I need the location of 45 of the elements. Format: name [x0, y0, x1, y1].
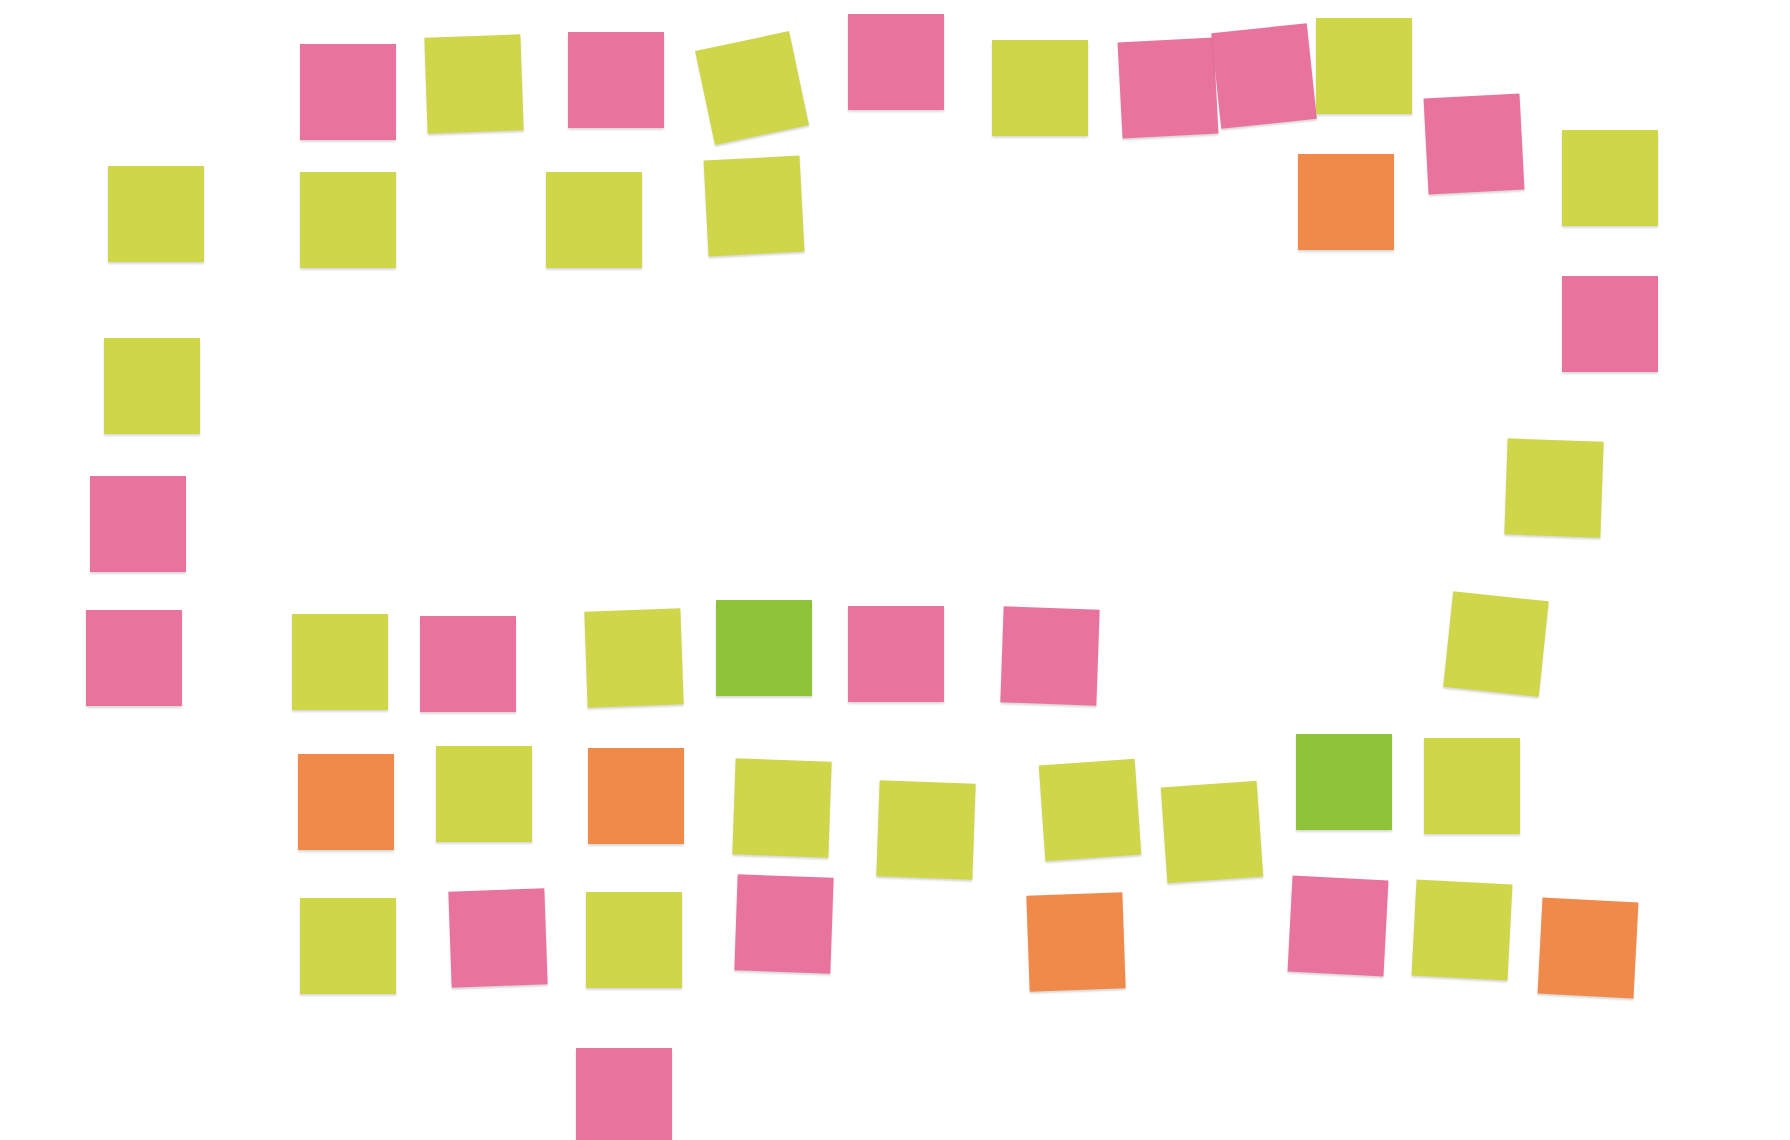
sticky-note — [436, 746, 532, 842]
sticky-note — [1287, 875, 1389, 977]
sticky-note — [1562, 276, 1658, 372]
sticky-note — [104, 338, 200, 434]
sticky-note — [1316, 18, 1412, 114]
sticky-note — [586, 892, 682, 988]
sticky-note — [1411, 879, 1513, 981]
sticky-note — [1424, 738, 1520, 834]
sticky-note — [546, 172, 642, 268]
sticky-note — [1504, 438, 1604, 538]
sticky-note — [1160, 780, 1264, 884]
sticky-note — [420, 616, 516, 712]
sticky-note — [734, 874, 834, 974]
sticky-note — [1117, 37, 1219, 139]
sticky-note — [568, 32, 664, 128]
sticky-note — [1298, 154, 1394, 250]
sticky-note — [848, 606, 944, 702]
sticky-note — [448, 888, 548, 988]
sticky-note — [298, 754, 394, 850]
sticky-note — [1296, 734, 1392, 830]
sticky-note — [584, 608, 684, 708]
sticky-note — [1038, 758, 1142, 862]
sticky-note — [300, 898, 396, 994]
sticky-note — [108, 166, 204, 262]
sticky-note — [300, 44, 396, 140]
sticky-note — [424, 34, 524, 134]
sticky-note — [1537, 897, 1639, 999]
sticky-note — [300, 172, 396, 268]
sticky-note — [588, 748, 684, 844]
sticky-note — [1562, 130, 1658, 226]
sticky-note — [992, 40, 1088, 136]
sticky-note — [732, 758, 832, 858]
sticky-note — [703, 155, 805, 257]
sticky-note — [1026, 892, 1126, 992]
sticky-note — [1443, 591, 1549, 697]
sticky-note — [90, 476, 186, 572]
sticky-note — [576, 1048, 672, 1140]
sticky-note — [716, 600, 812, 696]
sticky-note — [86, 610, 182, 706]
sticky-note — [848, 14, 944, 110]
sticky-note — [1423, 93, 1525, 195]
sticky-note — [1211, 23, 1317, 129]
sticky-note — [1000, 606, 1100, 706]
sticky-note — [292, 614, 388, 710]
sticky-note — [876, 780, 976, 880]
